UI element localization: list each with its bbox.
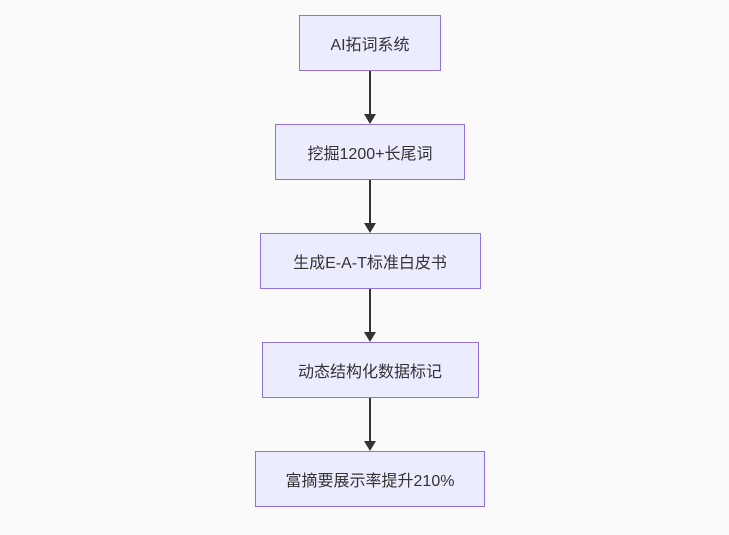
edge-line bbox=[369, 289, 371, 332]
edge-line bbox=[369, 180, 371, 223]
arrow-down-icon bbox=[364, 332, 376, 342]
edge-connector-3 bbox=[363, 289, 377, 342]
edge-connector-4 bbox=[363, 398, 377, 451]
edge-connector-1 bbox=[363, 71, 377, 124]
flow-node-label: 富摘要展示率提升210% bbox=[285, 473, 455, 490]
flow-node-label: 动态结构化数据标记 bbox=[297, 364, 442, 381]
arrow-down-icon bbox=[364, 223, 376, 233]
edge-line bbox=[369, 71, 371, 114]
flow-node-label: 挖掘1200+长尾词 bbox=[307, 146, 433, 163]
arrow-down-icon bbox=[364, 114, 376, 124]
flow-node-structured-data-markup: 动态结构化数据标记 bbox=[261, 342, 479, 398]
flow-stack: AI拓词系统 挖掘1200+长尾词 生成E-A-T标准白皮书 动态结构化数据标记 bbox=[255, 15, 485, 507]
flow-node-ai-word-system: AI拓词系统 bbox=[299, 15, 441, 71]
arrow-down-icon bbox=[364, 441, 376, 451]
flow-node-rich-snippet-result: 富摘要展示率提升210% bbox=[255, 451, 485, 507]
flow-node-longtail-mining: 挖掘1200+长尾词 bbox=[275, 124, 465, 180]
flow-node-label: AI拓词系统 bbox=[330, 37, 410, 54]
flow-node-eat-whitepaper: 生成E-A-T标准白皮书 bbox=[259, 233, 481, 289]
edge-connector-2 bbox=[363, 180, 377, 233]
edge-line bbox=[369, 398, 371, 441]
flow-node-label: 生成E-A-T标准白皮书 bbox=[293, 255, 447, 272]
